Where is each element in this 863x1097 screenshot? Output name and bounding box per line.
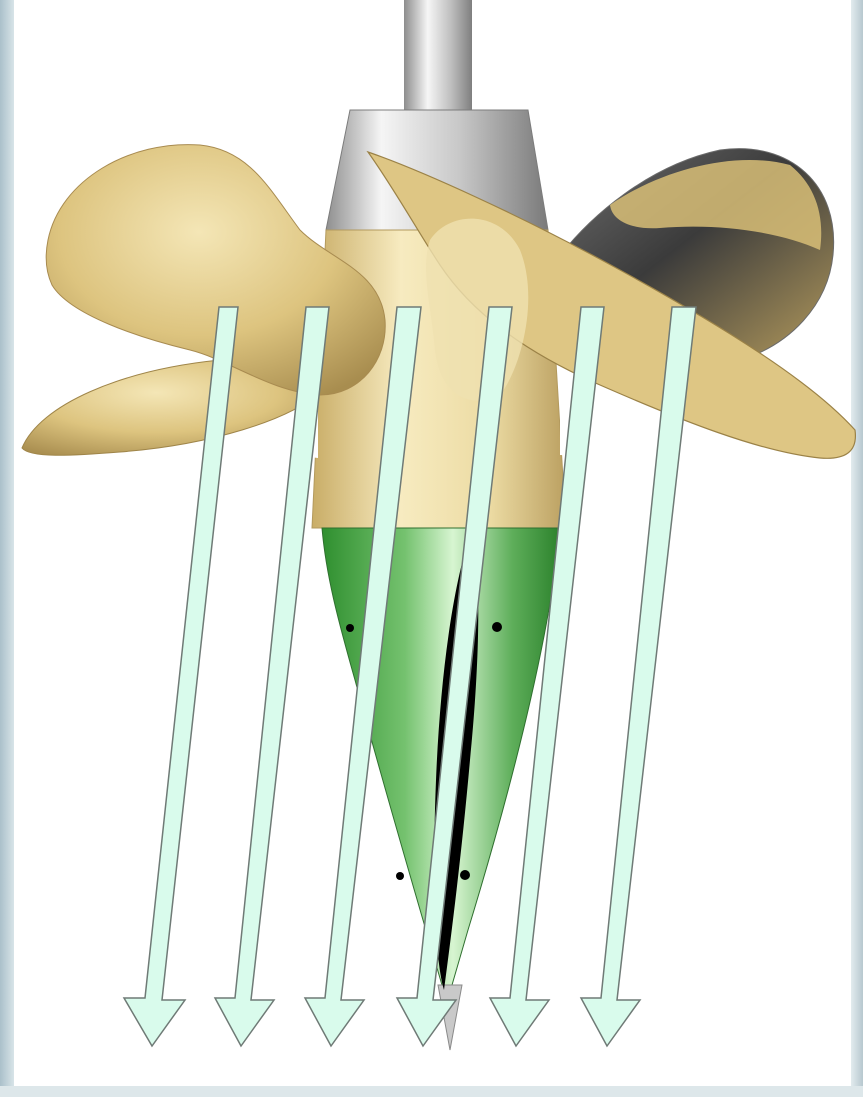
frame-left-edge [0,0,14,1097]
hub-cap-hole-4 [460,870,470,880]
hub-cap-hole-1 [346,624,354,632]
hub-cap-hole-3 [396,872,404,880]
frame-bottom-edge [0,1086,863,1097]
frame-right-edge [851,0,863,1097]
hub-cap-hole-2 [492,622,502,632]
propeller-shaft [404,0,472,112]
